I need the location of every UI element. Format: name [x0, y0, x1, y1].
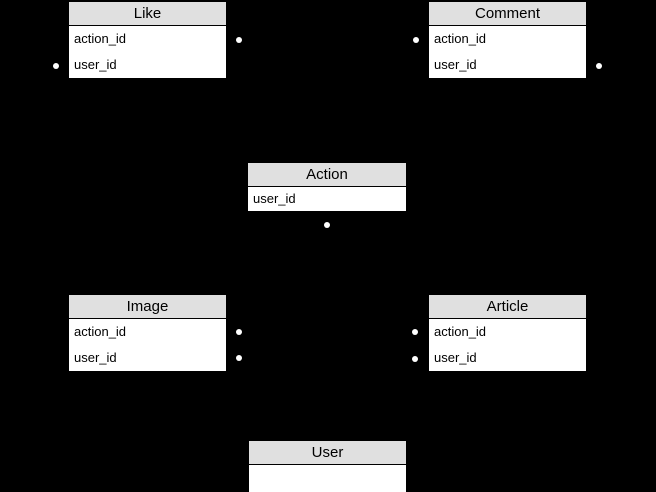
- connection-point-dot[interactable]: [596, 63, 602, 69]
- entity-image-header: Image: [69, 295, 226, 319]
- entity-user-body: [249, 465, 406, 492]
- entity-comment[interactable]: Comment action_id user_id: [428, 1, 587, 79]
- entity-action-header: Action: [248, 163, 406, 187]
- entity-comment-row-action-id[interactable]: action_id: [434, 31, 487, 46]
- connection-point-dot[interactable]: [236, 329, 242, 335]
- entity-comment-body: action_id user_id: [429, 26, 586, 78]
- entity-title: Article: [486, 298, 529, 315]
- entity-user-header: User: [249, 441, 406, 465]
- entity-article[interactable]: Article action_id user_id: [428, 294, 587, 372]
- entity-user[interactable]: User: [248, 440, 407, 492]
- entity-image-row-action-id[interactable]: action_id: [74, 324, 127, 339]
- entity-action-body: user_id: [248, 187, 406, 211]
- entity-action[interactable]: Action user_id: [247, 162, 407, 212]
- entity-article-body: action_id user_id: [429, 319, 586, 371]
- connection-point-dot[interactable]: [413, 37, 419, 43]
- connection-point-dot[interactable]: [412, 356, 418, 362]
- entity-article-row-user-id[interactable]: user_id: [434, 350, 477, 365]
- connection-point-dot[interactable]: [324, 222, 330, 228]
- entity-title: User: [311, 444, 344, 461]
- entity-like[interactable]: Like action_id user_id: [68, 1, 227, 79]
- entity-user-row-empty[interactable]: [249, 465, 406, 492]
- entity-title: Like: [133, 5, 162, 22]
- connection-point-dot[interactable]: [412, 329, 418, 335]
- entity-article-header: Article: [429, 295, 586, 319]
- entity-title: Image: [126, 298, 169, 315]
- entity-article-row-action-id[interactable]: action_id: [434, 324, 487, 339]
- entity-like-row-user-id[interactable]: user_id: [74, 57, 117, 72]
- connection-point-dot[interactable]: [53, 63, 59, 69]
- entity-image-body: action_id user_id: [69, 319, 226, 371]
- entity-image[interactable]: Image action_id user_id: [68, 294, 227, 372]
- entity-title: Action: [306, 166, 348, 183]
- entity-like-row-action-id[interactable]: action_id: [74, 31, 127, 46]
- connection-point-dot[interactable]: [236, 355, 242, 361]
- entity-like-header: Like: [69, 2, 226, 26]
- entity-comment-row-user-id[interactable]: user_id: [434, 57, 477, 72]
- entity-comment-header: Comment: [429, 2, 586, 26]
- entity-image-row-user-id[interactable]: user_id: [74, 350, 117, 365]
- entity-title: Comment: [474, 5, 541, 22]
- entity-action-row-user-id[interactable]: user_id: [253, 191, 296, 206]
- connection-point-dot[interactable]: [236, 37, 242, 43]
- entity-like-body: action_id user_id: [69, 26, 226, 78]
